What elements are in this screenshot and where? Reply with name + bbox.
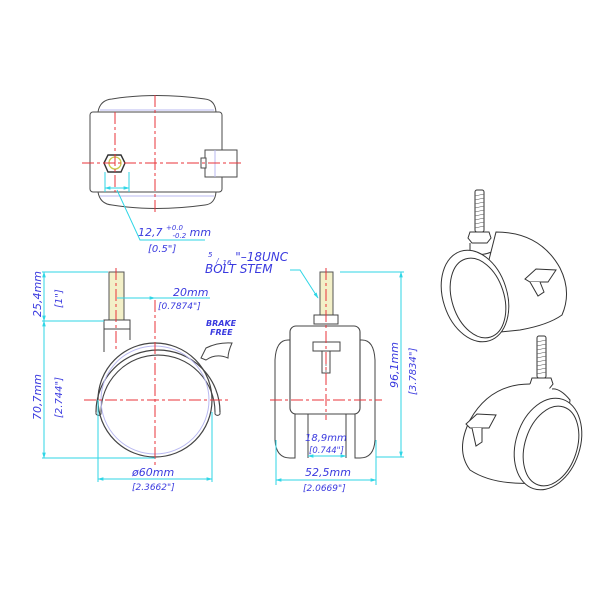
bolt-stem-spec: "–18UNC [235,250,289,264]
inner-width-dim: 18,9mm [305,433,347,444]
bolt-stem-label: BOLT STEM [205,262,273,276]
isometric-caster-bottom [462,335,583,491]
stem-height-inch: [1"] [54,289,65,308]
top-view: 12,7 +0.0 -0.2 mm [0.5"] [82,95,242,255]
svg-text:12,7 +0.0 -0.2: 12,7 +0.0 -0.2 mm [138,220,211,241]
offset-dim: 20mm [173,286,208,299]
wheel-dia-dim: ø60mm [131,466,174,479]
wheel-dia-inch: [2.3662"] [132,483,175,493]
stem-height-dim: 25,4mm [31,271,44,317]
brake-label: BRAKE [206,319,237,328]
body-height-inch: [2.744"] [54,377,65,418]
overall-width-inch: [2.0669"] [303,484,346,494]
inner-width-inch: [0.744"] [309,446,344,456]
body-height-dim: 70,7mm [31,374,44,420]
hole-dim-inch: [0.5"] [148,244,176,255]
side-view: 25,4mm [1"] 70,7mm [2.744"] 20mm [0.7874… [31,268,237,493]
hole-dim-value: 12,7 [138,226,163,239]
total-height-inch: [3.7834"] [408,348,419,395]
svg-text:5 / 16 "–18U: 5 / 16 "–18UNC [208,246,289,268]
free-label: FREE [210,328,233,337]
isometric-caster-top [440,189,567,343]
overall-width-dim: 52,5mm [305,466,351,479]
total-height-dim: 96,1mm [388,342,401,388]
offset-inch: [0.7874"] [158,302,201,312]
front-view: 5 / 16 "–18UNC BOLT STEM 96,1mm [3.7834"… [205,246,419,494]
